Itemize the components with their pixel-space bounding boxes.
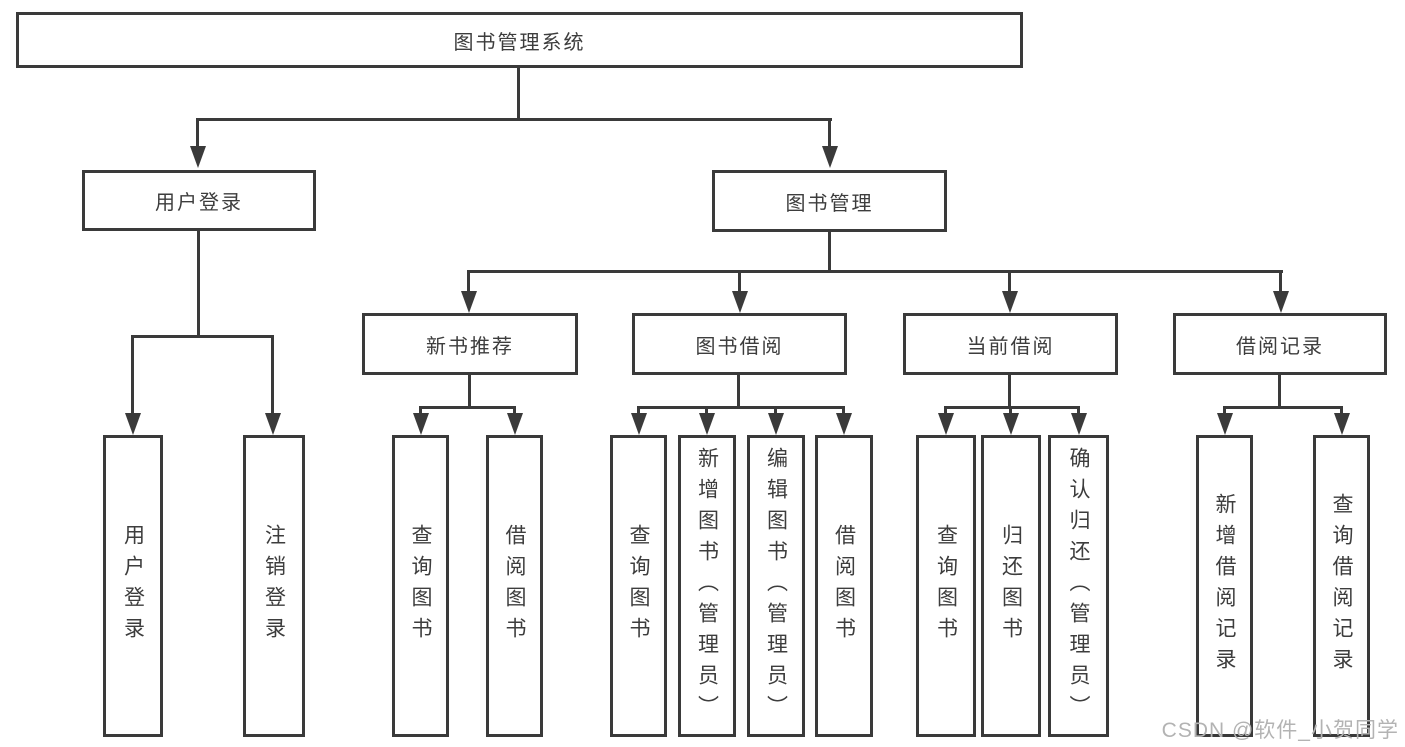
- node-book-borrow: 图书借阅: [632, 313, 847, 375]
- arrow-down-icon: [507, 413, 523, 435]
- connector-line: [738, 270, 741, 293]
- arrow-down-icon: [732, 291, 748, 313]
- arrow-down-icon: [699, 413, 715, 435]
- leaf-borrow-books-newbooks: 借阅图书: [486, 435, 543, 737]
- node-label: 图书管理系统: [453, 31, 586, 54]
- arrow-down-icon: [125, 413, 141, 435]
- node-current-borrow: 当前借阅: [903, 313, 1118, 375]
- connector-line: [196, 118, 199, 148]
- connector-line: [1008, 375, 1011, 408]
- arrow-down-icon: [836, 413, 852, 435]
- connector-line: [1009, 406, 1012, 417]
- node-label: 新增借阅记录: [1213, 493, 1236, 679]
- arrow-down-icon: [1071, 413, 1087, 435]
- node-label: 查询图书: [934, 524, 958, 648]
- leaf-query-books-borrow: 查询图书: [610, 435, 667, 737]
- arrow-down-icon: [1003, 413, 1019, 435]
- node-borrow-records: 借阅记录: [1173, 313, 1387, 375]
- leaf-add-book-admin: 新增图书（管理员）: [678, 435, 736, 737]
- leaf-borrow-books: 借阅图书: [815, 435, 873, 737]
- connector-line: [1279, 270, 1282, 293]
- connector-line: [517, 68, 520, 120]
- connector-line: [774, 406, 777, 417]
- connector-line: [271, 335, 274, 415]
- connector-line: [705, 406, 708, 417]
- node-label: 用户登录: [155, 192, 243, 214]
- node-label: 图书借阅: [695, 335, 784, 358]
- node-label: 借阅图书: [503, 524, 526, 648]
- node-label: 当前借阅: [966, 335, 1055, 358]
- leaf-query-books-newbooks: 查询图书: [392, 435, 449, 737]
- connector-line: [1340, 406, 1343, 417]
- leaf-edit-book-admin: 编辑图书（管理员）: [747, 435, 805, 737]
- connector-line: [1008, 270, 1011, 293]
- leaf-query-borrow-record: 查询借阅记录: [1313, 435, 1370, 737]
- node-new-book-recommend: 新书推荐: [362, 313, 578, 375]
- connector-line: [419, 406, 422, 417]
- arrow-down-icon: [1273, 291, 1289, 313]
- node-label: 借阅图书: [832, 524, 856, 648]
- node-user-login: 用户登录: [82, 170, 316, 231]
- node-label: 图书管理: [785, 192, 874, 215]
- connector-line: [637, 406, 640, 417]
- arrow-down-icon: [631, 413, 647, 435]
- leaf-confirm-return-admin: 确认归还（管理员）: [1048, 435, 1109, 737]
- node-label: 归还图书: [999, 524, 1023, 648]
- connector-line: [197, 231, 200, 337]
- connector-line: [1223, 406, 1226, 417]
- connector-line: [944, 406, 947, 417]
- node-label: 借阅记录: [1236, 335, 1324, 358]
- connector-line: [1278, 375, 1281, 408]
- leaf-logout: 注销登录: [243, 435, 305, 737]
- connector-line: [842, 406, 845, 417]
- connector-line: [944, 406, 1080, 409]
- node-label: 确认归还（管理员）: [1067, 446, 1090, 726]
- arrow-down-icon: [461, 291, 477, 313]
- leaf-return-books: 归还图书: [981, 435, 1041, 737]
- connector-line: [467, 270, 1283, 273]
- arrow-down-icon: [1217, 413, 1233, 435]
- connector-line: [131, 335, 134, 415]
- connector-line: [467, 270, 470, 293]
- node-label: 查询借阅记录: [1330, 493, 1353, 679]
- node-label: 用户登录: [121, 524, 145, 648]
- node-label: 查询图书: [409, 524, 432, 648]
- arrow-down-icon: [822, 146, 838, 168]
- arrow-down-icon: [190, 146, 206, 168]
- connector-line: [131, 335, 274, 338]
- node-label: 查询图书: [627, 524, 650, 648]
- connector-line: [637, 406, 845, 409]
- node-label: 新增图书（管理员）: [695, 446, 719, 726]
- leaf-query-books-current: 查询图书: [916, 435, 976, 737]
- node-library-system: 图书管理系统: [16, 12, 1023, 68]
- arrow-down-icon: [1002, 291, 1018, 313]
- arrow-down-icon: [768, 413, 784, 435]
- leaf-add-borrow-record: 新增借阅记录: [1196, 435, 1253, 737]
- connector-line: [737, 375, 740, 408]
- node-book-management: 图书管理: [712, 170, 947, 232]
- node-label: 新书推荐: [426, 335, 514, 358]
- node-label: 编辑图书（管理员）: [764, 446, 788, 726]
- connector-line: [513, 406, 516, 417]
- connector-line: [468, 375, 471, 408]
- arrow-down-icon: [265, 413, 281, 435]
- connector-line: [1223, 406, 1343, 409]
- arrow-down-icon: [413, 413, 429, 435]
- arrow-down-icon: [1334, 413, 1350, 435]
- connector-line: [419, 406, 516, 409]
- watermark-text: CSDN @软件_小贺同学: [1161, 719, 1399, 742]
- arrow-down-icon: [938, 413, 954, 435]
- node-label: 注销登录: [262, 524, 286, 648]
- leaf-user-login: 用户登录: [103, 435, 163, 737]
- connector-line: [1077, 406, 1080, 417]
- connector-line: [828, 232, 831, 272]
- connector-line: [196, 118, 832, 121]
- connector-line: [828, 118, 831, 148]
